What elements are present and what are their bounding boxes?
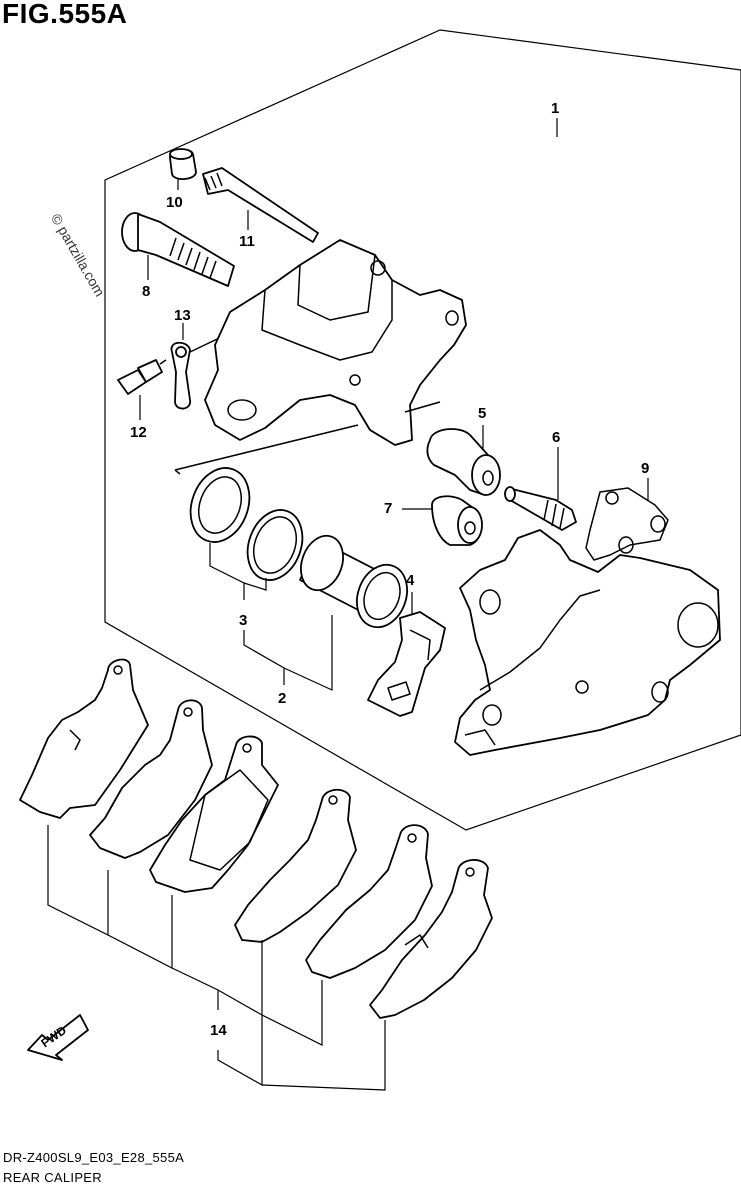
piston-seal-part-3a xyxy=(189,467,251,543)
pad-spring-part-4 xyxy=(367,611,446,717)
callout-8: 8 xyxy=(142,283,150,300)
piston-part-2 xyxy=(299,534,408,629)
callout-9: 9 xyxy=(641,460,649,477)
plug-part-10 xyxy=(169,148,197,180)
callout-7: 7 xyxy=(384,500,392,517)
brake-pad-1 xyxy=(19,658,149,819)
callout-6: 6 xyxy=(552,429,560,446)
callout-13: 13 xyxy=(174,307,191,324)
callout-11: 11 xyxy=(239,233,255,250)
callout-10: 10 xyxy=(166,194,183,211)
callout-2: 2 xyxy=(278,690,286,707)
callout-3: 3 xyxy=(239,612,247,629)
brake-pad-6 xyxy=(369,859,493,1019)
diagram-code: DR-Z400SL9_E03_E28_555A xyxy=(3,1150,185,1165)
brake-pad-2 xyxy=(89,699,213,859)
piston-seal-part-3b xyxy=(246,509,304,581)
brake-pad-3 xyxy=(149,735,279,893)
fwd-direction-badge: FWD xyxy=(27,1014,89,1061)
bleeder-cap-part-13 xyxy=(170,329,237,410)
callout-4: 4 xyxy=(406,572,415,589)
brake-pad-4 xyxy=(234,788,357,943)
callout-1: 1 xyxy=(551,100,559,117)
callout-5: 5 xyxy=(478,405,486,422)
pin-part-6 xyxy=(504,486,577,531)
callout-12: 12 xyxy=(130,424,147,441)
figure-title: FIG.555A xyxy=(2,0,128,29)
callout-14: 14 xyxy=(210,1022,227,1039)
bleeder-valve-part-12 xyxy=(117,359,167,395)
caliper-body xyxy=(174,239,467,475)
assembly-outline xyxy=(104,29,741,831)
mounting-pin-part-11 xyxy=(202,167,319,243)
caliper-bolt-part-8 xyxy=(121,212,235,287)
boot-part-7 xyxy=(431,495,483,546)
brake-pad-5 xyxy=(305,824,433,979)
diagram-caption: REAR CALIPER xyxy=(3,1170,102,1185)
boot-part-5 xyxy=(426,428,501,496)
caliper-bracket-part-9 xyxy=(454,487,721,756)
